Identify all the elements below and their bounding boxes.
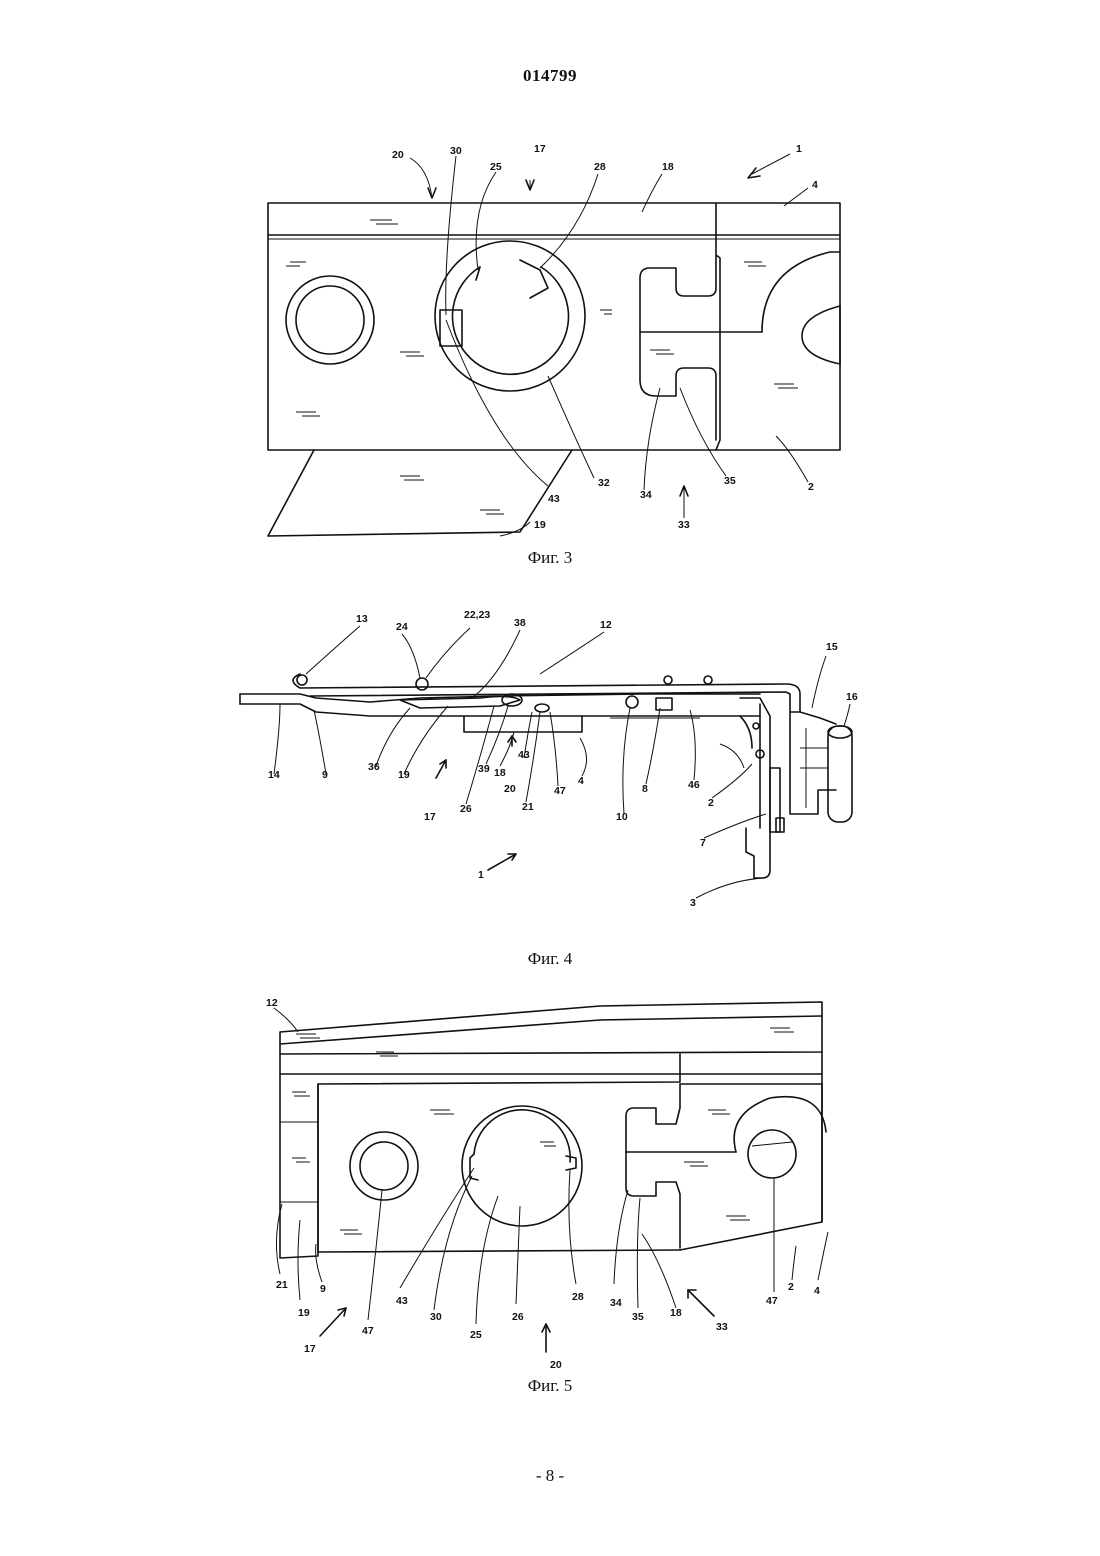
label-2: 2 bbox=[708, 797, 714, 809]
label-47-left: 47 bbox=[362, 1325, 374, 1337]
label-35: 35 bbox=[632, 1311, 644, 1323]
label-3: 3 bbox=[690, 897, 696, 909]
document-number: 014799 bbox=[0, 66, 1100, 86]
label-8: 8 bbox=[642, 783, 648, 795]
label-20: 20 bbox=[504, 783, 516, 795]
label-18: 18 bbox=[494, 767, 506, 779]
label-21: 21 bbox=[522, 801, 534, 813]
label-2: 2 bbox=[808, 481, 814, 493]
label-2: 2 bbox=[788, 1281, 794, 1293]
label-43: 43 bbox=[518, 749, 530, 761]
label-4: 4 bbox=[812, 179, 818, 191]
label-20: 20 bbox=[550, 1359, 562, 1370]
label-17: 17 bbox=[304, 1343, 316, 1355]
label-1: 1 bbox=[478, 869, 484, 881]
label-18: 18 bbox=[662, 161, 674, 173]
label-4: 4 bbox=[578, 775, 584, 787]
label-26: 26 bbox=[512, 1311, 524, 1323]
label-16: 16 bbox=[846, 691, 858, 703]
label-7: 7 bbox=[700, 837, 706, 849]
label-28: 28 bbox=[594, 161, 606, 173]
figure-4-caption: Фиг. 4 bbox=[0, 949, 1100, 969]
label-9: 9 bbox=[320, 1283, 326, 1295]
label-9: 9 bbox=[322, 769, 328, 781]
label-28: 28 bbox=[572, 1291, 584, 1303]
label-39: 39 bbox=[478, 763, 490, 775]
label-35: 35 bbox=[724, 475, 736, 487]
label-36: 36 bbox=[368, 761, 380, 773]
label-24: 24 bbox=[396, 621, 408, 633]
label-14: 14 bbox=[268, 769, 280, 781]
label-47-right: 47 bbox=[766, 1295, 778, 1307]
label-38: 38 bbox=[514, 617, 526, 629]
figure-4-drawing: 13 24 22,23 38 12 15 16 14 9 36 19 17 26… bbox=[0, 608, 1100, 948]
label-10: 10 bbox=[616, 811, 628, 823]
label-13: 13 bbox=[356, 613, 368, 625]
label-17: 17 bbox=[424, 811, 436, 823]
label-30: 30 bbox=[430, 1311, 442, 1323]
label-30: 30 bbox=[450, 145, 462, 157]
label-22-23: 22,23 bbox=[464, 609, 490, 621]
label-33: 33 bbox=[716, 1321, 728, 1333]
label-43: 43 bbox=[548, 493, 560, 505]
label-34: 34 bbox=[640, 489, 652, 501]
page-number: - 8 - bbox=[0, 1466, 1100, 1486]
label-19: 19 bbox=[398, 769, 410, 781]
figure-5-drawing: 12 21 9 19 17 47 43 30 25 26 20 28 34 35… bbox=[0, 990, 1100, 1370]
label-19: 19 bbox=[298, 1307, 310, 1319]
label-33: 33 bbox=[678, 519, 690, 531]
label-18: 18 bbox=[670, 1307, 682, 1319]
label-4: 4 bbox=[814, 1285, 820, 1297]
label-34: 34 bbox=[610, 1297, 622, 1309]
label-26: 26 bbox=[460, 803, 472, 815]
label-17: 17 bbox=[534, 143, 546, 155]
label-19: 19 bbox=[534, 519, 546, 531]
label-1: 1 bbox=[796, 143, 802, 155]
label-43: 43 bbox=[396, 1295, 408, 1307]
label-32: 32 bbox=[598, 477, 610, 489]
figure-3-drawing: 20 30 25 17 28 18 1 4 43 32 34 35 33 2 1… bbox=[0, 140, 1100, 540]
label-25: 25 bbox=[470, 1329, 482, 1341]
label-12: 12 bbox=[266, 997, 278, 1009]
figure-5-caption: Фиг. 5 bbox=[0, 1376, 1100, 1396]
figure-3-caption: Фиг. 3 bbox=[0, 548, 1100, 568]
label-21: 21 bbox=[276, 1279, 288, 1291]
label-20: 20 bbox=[392, 149, 404, 161]
label-25: 25 bbox=[490, 161, 502, 173]
label-12: 12 bbox=[600, 619, 612, 631]
label-47: 47 bbox=[554, 785, 566, 797]
label-46: 46 bbox=[688, 779, 700, 791]
label-15: 15 bbox=[826, 641, 838, 653]
